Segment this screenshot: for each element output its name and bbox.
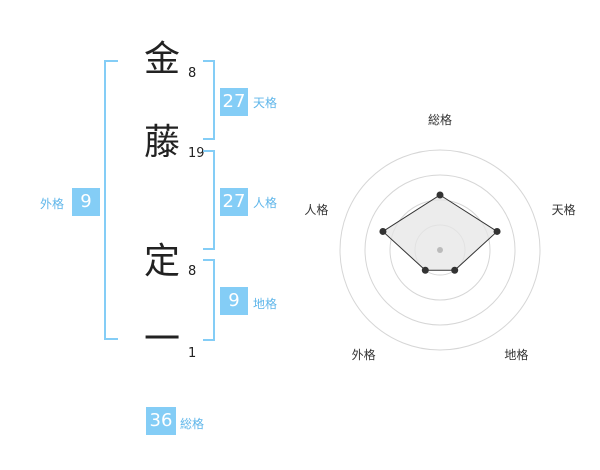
tenkaku-bracket: [203, 60, 215, 140]
radar-point-3: [451, 266, 459, 274]
radar-axis-label-2: 天格: [552, 202, 576, 217]
stroke-count-3: 8: [188, 264, 197, 279]
tenkaku-label: 天格: [253, 96, 278, 110]
radar-point-2: [493, 227, 501, 235]
radar-axis-label-1: 総格: [428, 112, 452, 127]
soukaku-value-badge: 36: [146, 407, 176, 435]
radar-point-5: [379, 227, 387, 235]
chikaku-bracket: [203, 259, 215, 341]
chikaku-value-badge: 9: [220, 287, 248, 315]
name-char-1: 金: [143, 39, 180, 80]
jinkaku-value-badge: 27: [220, 188, 248, 216]
radar-area: [382, 194, 498, 271]
jinkaku-label: 人格: [253, 196, 278, 210]
radar-point-1: [436, 191, 444, 199]
radar-grid-ring-4: [339, 149, 541, 351]
soukaku-label: 総格: [180, 417, 205, 431]
jinkaku-bracket: [203, 150, 215, 250]
radar-grid-ring-3: [364, 174, 516, 326]
stroke-count-2: 19: [188, 146, 205, 161]
radar-axis-label-3: 地格: [504, 347, 528, 362]
stroke-count-1: 8: [188, 66, 197, 81]
name-char-4: 一: [143, 319, 180, 360]
tenkaku-value-badge: 27: [220, 88, 248, 116]
chikaku-label: 地格: [253, 297, 278, 311]
radar-point-4: [421, 266, 429, 274]
radar-axis-label-4: 外格: [352, 347, 376, 362]
gaikaku-value-badge: 9: [72, 188, 100, 216]
stroke-count-4: 1: [188, 346, 197, 361]
radar-center-dot: [437, 247, 443, 253]
gaikaku-bracket: [104, 60, 118, 340]
gaikaku-label: 外格: [40, 197, 65, 211]
radar-axis-label-5: 人格: [304, 202, 328, 217]
name-char-2: 藤: [143, 122, 180, 163]
name-char-3: 定: [143, 241, 180, 282]
